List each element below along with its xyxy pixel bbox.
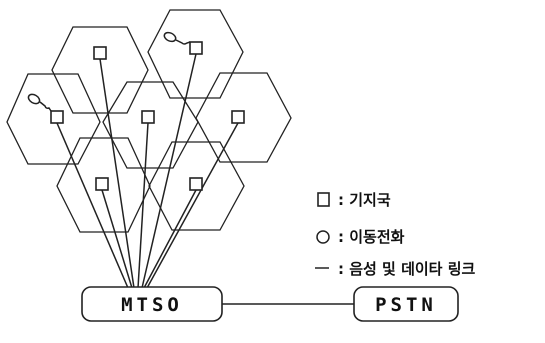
link-bs-bottom-left [101, 189, 133, 289]
base-station-icon [141, 110, 155, 124]
link-bs-top-left [99, 58, 135, 289]
pstn-node: PSTN [353, 286, 459, 322]
base-station-icon [189, 177, 203, 191]
legend-label-link: : 음성 및 데이타 링크 [338, 260, 475, 278]
base-station-icon [189, 41, 203, 55]
cell-top-right [147, 9, 244, 99]
mtso-node: MTSO [81, 286, 223, 322]
link-bs-mid-right [146, 122, 239, 289]
legend-circle-icon [316, 230, 330, 244]
mtso-label: MTSO [121, 294, 183, 316]
pstn-label: PSTN [375, 294, 437, 316]
legend-label-mobile-phone: : 이동전화 [338, 228, 405, 246]
cell-bottom-right [148, 141, 245, 231]
cell-center [102, 81, 199, 169]
cell-mid-left [6, 73, 101, 165]
cell-grid [6, 9, 292, 233]
link-bs-center [137, 122, 149, 289]
mobile-phone-icon [163, 31, 191, 45]
legend-label-base-station: : 기지국 [338, 191, 391, 209]
base-station-icon [95, 177, 109, 191]
link-bs-mid-left [56, 122, 129, 289]
link-bs-bottom-right [143, 189, 197, 289]
cell-top-left [51, 26, 149, 114]
legend: : 기지국 : 이동전화 : 음성 및 데이타 링크 [315, 191, 475, 278]
link-bs-top-right [141, 53, 197, 289]
cell-mid-right [195, 72, 292, 163]
links-to-mtso [56, 53, 239, 289]
base-station-icon [231, 110, 245, 124]
cell-bottom-left [56, 137, 151, 233]
base-stations [50, 41, 245, 191]
base-station-icon [50, 110, 64, 124]
legend-square-icon [317, 192, 330, 207]
base-station-icon [93, 46, 107, 60]
mobile-phone-icon [27, 93, 52, 112]
